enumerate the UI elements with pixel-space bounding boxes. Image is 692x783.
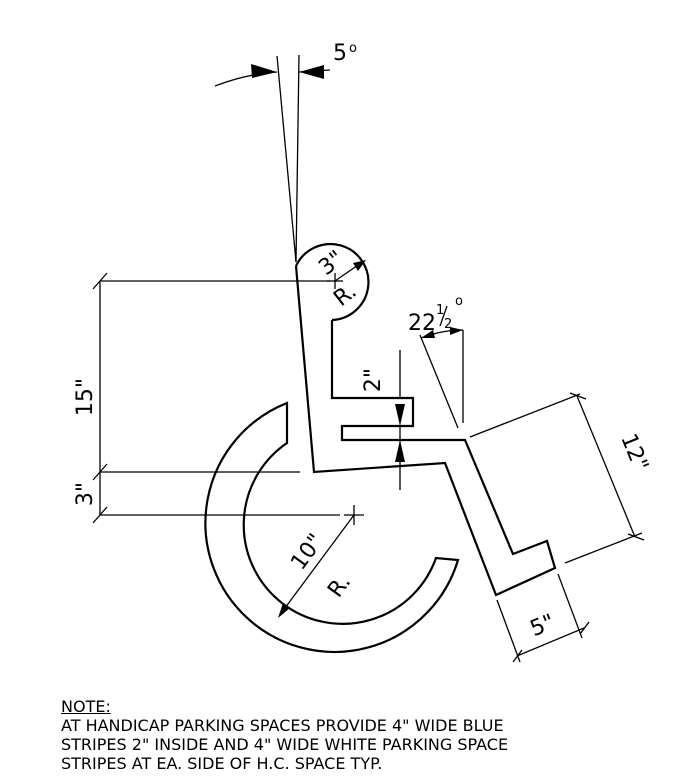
foot-width-label: 5": [527, 610, 559, 642]
angle-arrowhead-right: [299, 65, 324, 79]
leg-length-ext-bottom: [564, 532, 643, 564]
wheel-radius-arrowhead: [278, 603, 290, 618]
accessible-symbol-drawing: 5 o 3" R. 15" 3" 2": [73, 41, 653, 663]
head-radius-r-label: R.: [329, 279, 361, 312]
note-line-2: STRIPES 2" INSIDE AND 4" WIDE WHITE PARK…: [61, 735, 509, 754]
foot-width-dimension-line: [516, 627, 585, 657]
leg-length-label: 12": [615, 430, 652, 475]
leg-angle-numerator: 1: [436, 303, 444, 318]
leg-length-ext-top: [469, 393, 581, 438]
leg-length-dimension: 12": [469, 392, 653, 564]
seat-gap-label: 2": [361, 368, 386, 392]
foot-width-tick-left: [512, 649, 523, 663]
angle-extension-line-right: [295, 54, 300, 263]
leg-angle-ext-slanted: [419, 334, 459, 429]
vertical-dimensions: 15" 3": [73, 272, 340, 524]
tick-top: [92, 272, 108, 290]
wheel-radius-label: 10": [286, 529, 329, 575]
leg-angle-arrowhead-left: [421, 330, 435, 338]
angle-extension-line-left: [276, 55, 297, 263]
leg-angle-degree: o: [455, 294, 463, 309]
tick-middle: [92, 463, 108, 481]
figure-body-outline: [294, 265, 557, 597]
angle-top-degree: o: [349, 41, 357, 56]
wheel-radius-r-label: R.: [323, 570, 356, 602]
seat-gap-dimension: 2": [361, 350, 405, 490]
leg-angle-arrowhead-right: [450, 327, 463, 335]
note-title-text: NOTE: [61, 697, 106, 716]
tick-bottom: [92, 506, 108, 524]
seat-gap-arrowhead-bottom: [395, 440, 405, 462]
height-lower-label: 3": [73, 482, 98, 506]
angle-arrowhead-left: [251, 64, 277, 78]
angle-top-value: 5: [333, 41, 347, 66]
note-line-1: AT HANDICAP PARKING SPACES PROVIDE 4" WI…: [61, 716, 504, 735]
foot-width-tick-right: [579, 621, 590, 635]
leg-angle-denominator: 2: [444, 317, 452, 332]
seat-gap-arrowhead-top: [395, 404, 405, 426]
head-radius-arrowhead: [353, 260, 366, 271]
height-upper-label: 15": [73, 378, 98, 416]
leg-angle-dimension: 22 1 2 o: [408, 294, 464, 429]
note-line-3: STRIPES AT EA. SIDE OF H.C. SPACE TYP.: [61, 754, 383, 773]
wheel-radius-leader: [281, 514, 355, 613]
note-title: NOTE:: [61, 697, 111, 716]
note-title-colon: :: [105, 697, 111, 716]
wheel-arc: [204, 401, 460, 654]
top-angle-dimension: 5 o: [214, 41, 357, 263]
leg-length-tick-bottom: [627, 533, 645, 541]
leg-angle-whole: 22: [408, 311, 436, 336]
leg-angle-fraction-bar: [439, 305, 448, 327]
leg-length-dimension-line: [576, 395, 636, 538]
foot-width-ext-right: [557, 573, 583, 639]
foot-width-ext-left: [496, 599, 521, 663]
leg-length-tick-top: [569, 392, 587, 400]
